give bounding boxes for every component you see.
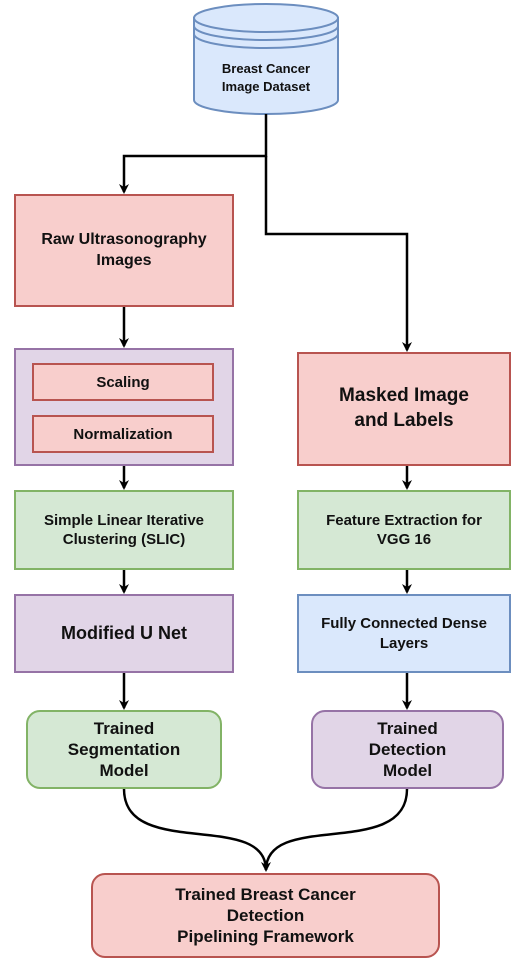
feature-extraction-node: Feature Extraction for VGG 16 <box>297 490 511 570</box>
trained-detection-model-node: Trained Detection Model <box>311 710 504 789</box>
final-line1: Trained Breast Cancer <box>175 884 356 904</box>
edge-segmodel-to-final <box>122 788 271 872</box>
edge-dataset-to-masked <box>264 156 412 352</box>
trained-segmentation-model-node: Trained Segmentation Model <box>26 710 222 789</box>
slic-node: Simple Linear Iterative Clustering (SLIC… <box>14 490 234 570</box>
masked-image-node: Masked Image and Labels <box>297 352 511 466</box>
seg-model-line2: Segmentation <box>67 739 181 759</box>
edge-detmodel-to-final <box>264 788 409 871</box>
dense-line2: Layers <box>379 634 429 652</box>
slic-line2: Clustering (SLIC) <box>62 531 186 548</box>
dense-layers-node: Fully Connected Dense Layers <box>297 594 511 673</box>
final-line3: Pipelining Framework <box>177 927 354 947</box>
dense-line1: Fully Connected Dense <box>321 615 487 632</box>
modified-unet-node: Modified U Net <box>14 594 234 673</box>
final-line2: Detection <box>226 905 305 925</box>
seg-model-line1: Trained <box>93 718 155 738</box>
scaling-label: Scaling <box>96 373 150 391</box>
det-model-line2: Detection <box>368 739 447 759</box>
raw-ultrasonography-node: Raw Ultrasonography Images <box>14 194 234 307</box>
raw-images-line1: Raw Ultrasonography <box>41 230 207 248</box>
dataset-label-line1: Breast Cancer <box>221 61 311 76</box>
dataset-label-line2: Image Dataset <box>221 79 311 95</box>
feature-line1: Feature Extraction for <box>326 511 482 529</box>
masked-line1: Masked Image <box>339 385 469 407</box>
final-framework-node: Trained Breast Cancer Detection Pipelini… <box>91 873 440 958</box>
slic-line1: Simple Linear Iterative <box>43 511 205 529</box>
feature-line2: VGG 16 <box>376 531 432 548</box>
unet-label: Modified U Net <box>61 622 187 643</box>
det-model-line3: Model <box>382 761 433 781</box>
normalization-label: Normalization <box>73 425 173 443</box>
raw-images-line2: Images <box>96 251 152 269</box>
edge-dataset-to-raw <box>119 114 268 194</box>
dataset-cylinder-icon <box>193 3 339 115</box>
normalization-node: Normalization <box>32 415 214 453</box>
det-model-line1: Trained <box>377 718 438 738</box>
dataset-label: Breast Cancer Image Dataset <box>195 60 337 96</box>
masked-line2: and Labels <box>354 410 454 431</box>
scaling-node: Scaling <box>32 363 214 401</box>
seg-model-line3: Model <box>99 761 149 781</box>
